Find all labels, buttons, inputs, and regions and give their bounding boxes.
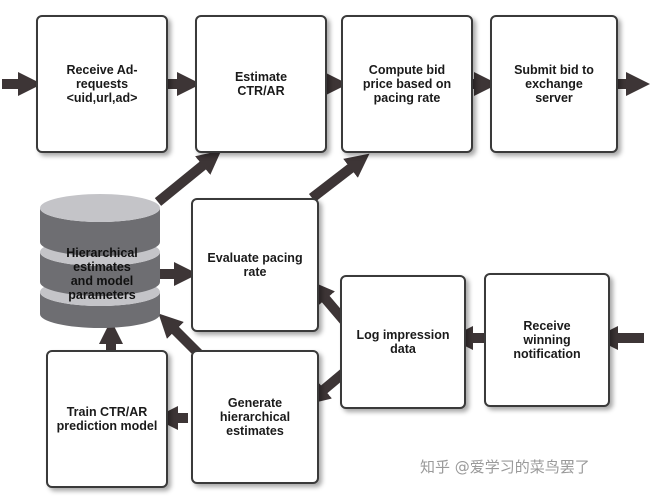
receive-ad-requests-box: Receive Ad- requests <uid,url,ad> (36, 15, 168, 153)
estimate-ctr-label: Estimate CTR/AR (234, 70, 288, 98)
generate-hierarchical-box: Generate hierarchical estimates (191, 350, 319, 484)
evaluate-pacing-label: Evaluate pacing rate (207, 251, 303, 279)
receive-winning-label: Receive winning notification (513, 319, 581, 361)
submit-bid-label: Submit bid to exchange server (514, 63, 594, 105)
receive-winning-box: Receive winning notification (484, 273, 610, 407)
arrow-evaluate-to-compute (308, 153, 370, 202)
generate-hierarchical-label: Generate hierarchical estimates (219, 396, 291, 438)
arrow-db-to-estimate (154, 150, 222, 206)
train-ctr-label: Train CTR/AR prediction model (56, 405, 158, 433)
watermark-text: 知乎 @爱学习的菜鸟罢了 (420, 458, 590, 476)
database-icon (40, 194, 160, 328)
compute-bid-box: Compute bid price based on pacing rate (341, 15, 473, 153)
evaluate-pacing-box: Evaluate pacing rate (191, 198, 319, 332)
database-label: Hierarchical estimates and model paramet… (66, 246, 138, 302)
log-impression-label: Log impression data (356, 328, 450, 356)
log-impression-box: Log impression data (340, 275, 466, 409)
compute-bid-label: Compute bid price based on pacing rate (362, 63, 452, 105)
receive-ad-requests-label: Receive Ad- requests <uid,url,ad> (66, 63, 138, 105)
submit-bid-box: Submit bid to exchange server (490, 15, 618, 153)
train-ctr-box: Train CTR/AR prediction model (46, 350, 168, 488)
estimate-ctr-box: Estimate CTR/AR (195, 15, 327, 153)
